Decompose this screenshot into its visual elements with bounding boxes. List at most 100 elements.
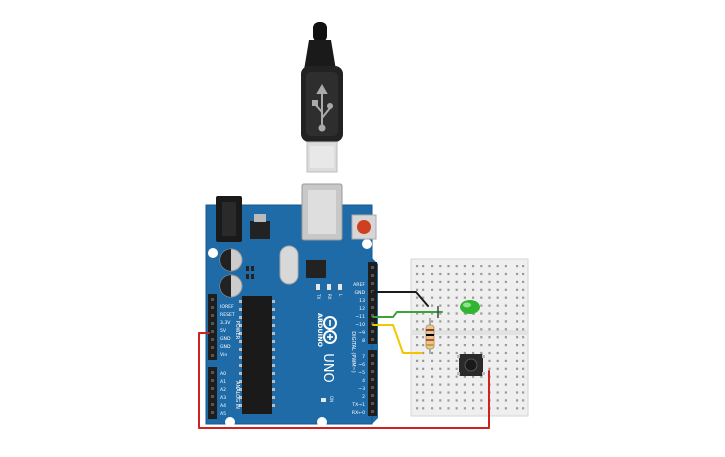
breadboard-hole[interactable] (416, 399, 419, 402)
breadboard-hole[interactable] (439, 320, 442, 323)
breadboard-hole[interactable] (455, 312, 458, 315)
breadboard-hole[interactable] (488, 359, 491, 362)
breadboard-hole[interactable] (496, 328, 499, 331)
breadboard-hole[interactable] (463, 336, 466, 339)
breadboard-hole[interactable] (422, 320, 425, 323)
breadboard-hole[interactable] (447, 367, 450, 370)
breadboard-hole[interactable] (504, 280, 507, 283)
header-pin[interactable] (371, 266, 374, 269)
breadboard-hole[interactable] (439, 383, 442, 386)
breadboard-hole[interactable] (488, 336, 491, 339)
breadboard-hole[interactable] (522, 375, 525, 378)
breadboard-hole[interactable] (496, 359, 499, 362)
breadboard-hole[interactable] (516, 280, 519, 283)
breadboard-hole[interactable] (416, 383, 419, 386)
breadboard-hole[interactable] (516, 407, 519, 410)
breadboard-hole[interactable] (522, 359, 525, 362)
breadboard-hole[interactable] (496, 344, 499, 347)
breadboard-hole[interactable] (439, 367, 442, 370)
header-pin[interactable] (211, 354, 214, 357)
breadboard-hole[interactable] (516, 336, 519, 339)
breadboard-hole[interactable] (455, 375, 458, 378)
breadboard-hole[interactable] (472, 288, 475, 291)
breadboard-hole[interactable] (496, 265, 499, 268)
breadboard-hole[interactable] (447, 375, 450, 378)
breadboard-hole[interactable] (522, 296, 525, 299)
breadboard-hole[interactable] (472, 272, 475, 276)
breadboard-hole[interactable] (496, 280, 499, 283)
breadboard-hole[interactable] (439, 265, 442, 268)
breadboard-hole[interactable] (488, 272, 491, 276)
breadboard-hole[interactable] (516, 391, 519, 394)
breadboard-hole[interactable] (416, 359, 419, 362)
breadboard-hole[interactable] (516, 265, 519, 268)
breadboard-hole[interactable] (504, 312, 507, 315)
breadboard-hole[interactable] (522, 288, 525, 291)
breadboard-hole[interactable] (522, 367, 525, 370)
breadboard-hole[interactable] (488, 312, 491, 315)
breadboard-hole[interactable] (480, 312, 483, 315)
breadboard-hole[interactable] (522, 265, 525, 268)
breadboard-hole[interactable] (431, 280, 434, 283)
resistor[interactable] (425, 318, 435, 354)
breadboard-hole[interactable] (504, 383, 507, 386)
breadboard-hole[interactable] (472, 383, 475, 386)
breadboard-hole[interactable] (431, 312, 434, 315)
header-pin[interactable] (371, 282, 374, 285)
breadboard-hole[interactable] (488, 296, 491, 299)
breadboard-hole[interactable] (522, 336, 525, 339)
header-pin[interactable] (211, 403, 214, 406)
breadboard-hole[interactable] (455, 288, 458, 291)
breadboard-hole[interactable] (439, 296, 442, 299)
breadboard-hole[interactable] (472, 320, 475, 323)
breadboard-hole[interactable] (431, 399, 434, 402)
breadboard-hole[interactable] (480, 399, 483, 402)
breadboard-hole[interactable] (496, 336, 499, 339)
breadboard-hole[interactable] (463, 328, 466, 331)
breadboard-hole[interactable] (416, 328, 419, 331)
breadboard-hole[interactable] (422, 336, 425, 339)
breadboard-hole[interactable] (422, 367, 425, 370)
breadboard-hole[interactable] (504, 328, 507, 331)
breadboard-hole[interactable] (455, 320, 458, 323)
breadboard-hole[interactable] (431, 407, 434, 410)
breadboard-hole[interactable] (472, 336, 475, 339)
breadboard-hole[interactable] (480, 272, 483, 276)
breadboard-hole[interactable] (504, 351, 507, 355)
breadboard-hole[interactable] (516, 399, 519, 402)
breadboard-hole[interactable] (431, 383, 434, 386)
breadboard-hole[interactable] (439, 328, 442, 331)
breadboard-hole[interactable] (416, 367, 419, 370)
breadboard-hole[interactable] (480, 320, 483, 323)
breadboard-hole[interactable] (480, 351, 483, 355)
breadboard-hole[interactable] (504, 265, 507, 268)
header-pin[interactable] (211, 379, 214, 382)
breadboard-hole[interactable] (416, 280, 419, 283)
breadboard-hole[interactable] (480, 407, 483, 410)
breadboard-hole[interactable] (455, 383, 458, 386)
breadboard-hole[interactable] (463, 351, 466, 355)
breadboard-hole[interactable] (522, 399, 525, 402)
breadboard-hole[interactable] (431, 375, 434, 378)
breadboard-hole[interactable] (439, 272, 442, 276)
breadboard-hole[interactable] (480, 336, 483, 339)
breadboard-hole[interactable] (455, 399, 458, 402)
header-pin[interactable] (371, 394, 374, 397)
breadboard-hole[interactable] (522, 391, 525, 394)
breadboard-hole[interactable] (522, 407, 525, 410)
breadboard-hole[interactable] (496, 375, 499, 378)
breadboard-hole[interactable] (447, 296, 450, 299)
breadboard-hole[interactable] (447, 288, 450, 291)
breadboard-hole[interactable] (496, 304, 499, 307)
breadboard-hole[interactable] (522, 351, 525, 355)
breadboard-hole[interactable] (504, 375, 507, 378)
breadboard-hole[interactable] (455, 265, 458, 268)
breadboard-hole[interactable] (455, 280, 458, 283)
breadboard-hole[interactable] (431, 351, 434, 355)
breadboard-hole[interactable] (496, 351, 499, 355)
breadboard-hole[interactable] (496, 320, 499, 323)
breadboard-hole[interactable] (422, 312, 425, 315)
breadboard-hole[interactable] (488, 344, 491, 347)
breadboard-hole[interactable] (463, 375, 466, 378)
